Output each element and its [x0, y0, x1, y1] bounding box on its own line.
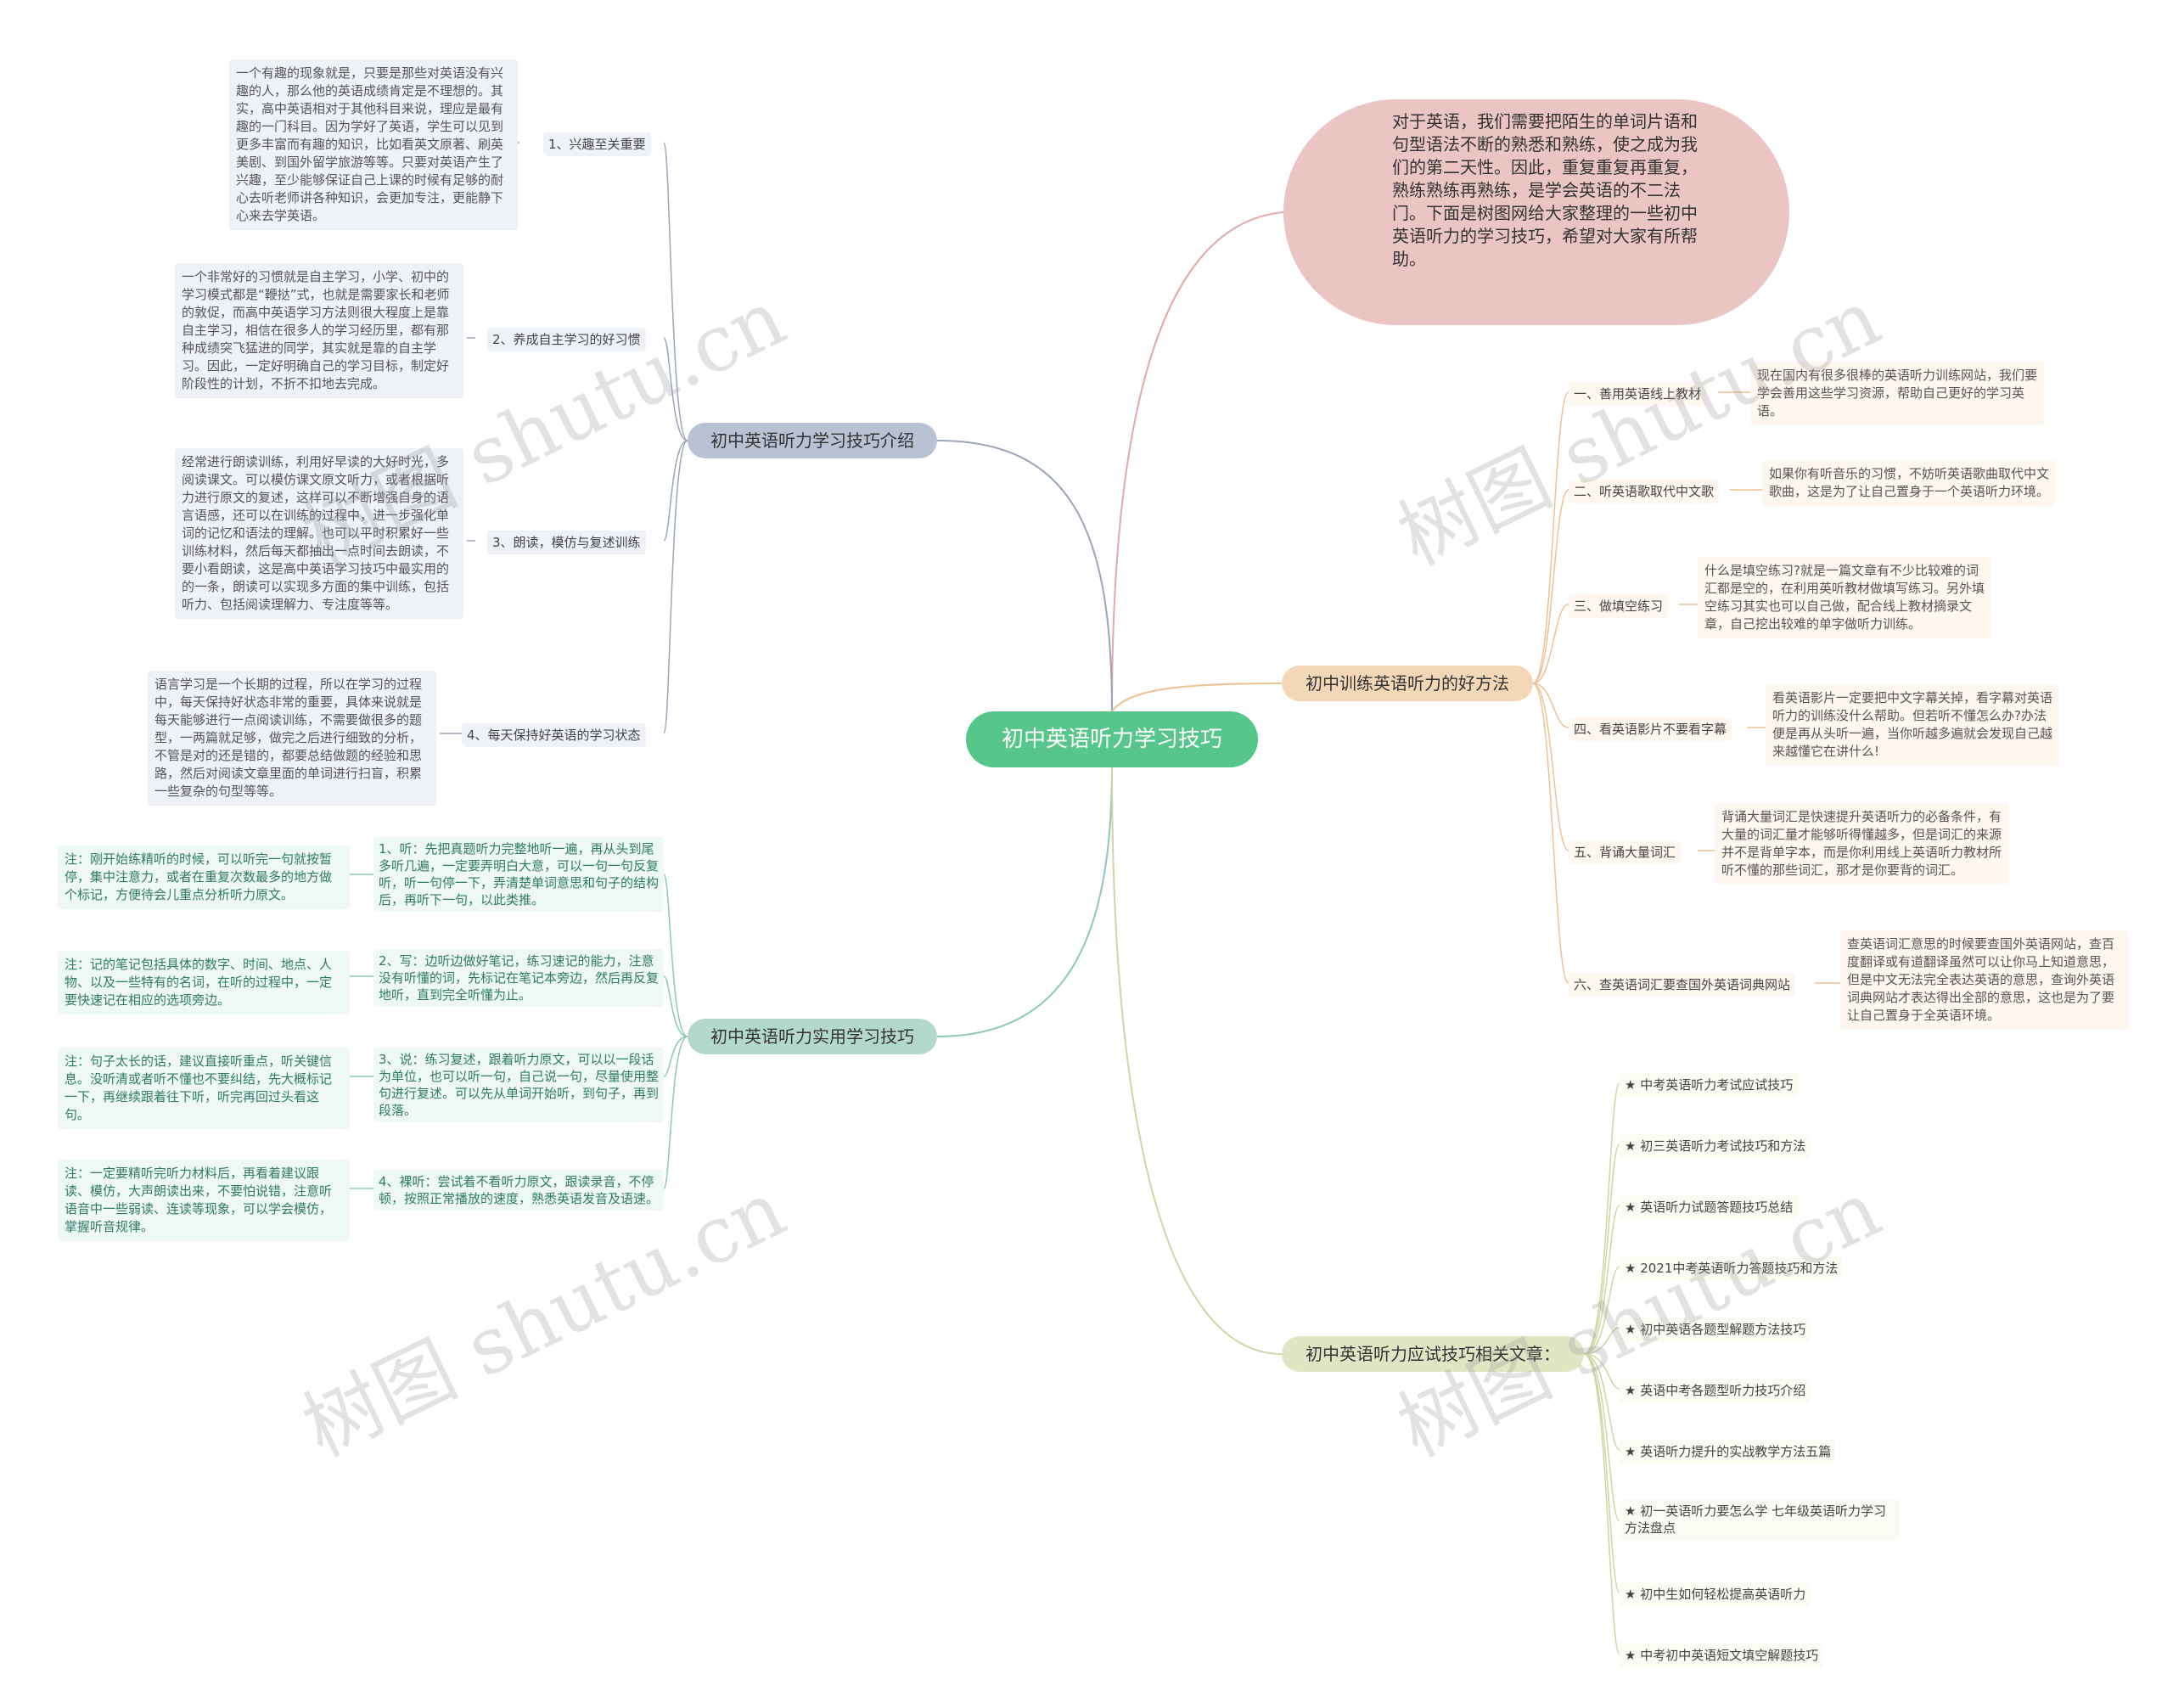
b2-note-3: 注：句子太长的话，建议直接听重点，听关键信息。没听清或者听不懂也不要纠结，先大概… [58, 1048, 350, 1129]
branch-related[interactable]: 初中英语听力应试技巧相关文章： [1282, 1336, 1584, 1372]
b2-label-1[interactable]: 1、听：先把真题听力完整地听一遍，再从头到尾多听几遍，一定要弄明白大意，可以一句… [373, 837, 664, 912]
b3-desc-1: 现在国内有很多很棒的英语听力训练网站，我们要学会善用这些学习资源，帮助自己更好的… [1750, 362, 2044, 425]
b2-label-2[interactable]: 2、写：边听边做好笔记，练习速记的能力，注意没有听懂的词，先标记在笔记本旁边，然… [373, 949, 664, 1007]
related-article-7[interactable]: ★ 英语听力提升的实战教学方法五篇 [1620, 1440, 1837, 1464]
branch-methods[interactable]: 初中训练英语听力的好方法 [1282, 666, 1533, 701]
links-b2 [350, 874, 688, 1189]
b1-desc-3: 经常进行朗读训练，利用好早读的大好时光，多阅读课文。可以模仿课文原文听力，或者根… [175, 448, 463, 619]
b3-desc-5: 背诵大量词汇是快速提升英语听力的必备条件，有大量的词汇量才能够听得懂越多，但是词… [1715, 803, 2008, 885]
related-article-10[interactable]: ★ 中考初中英语短文填空解题技巧 [1620, 1643, 1824, 1667]
b3-label-2[interactable]: 二、听英语歌取代中文歌 [1569, 480, 1720, 503]
links-b1 [440, 142, 688, 734]
related-article-1[interactable]: ★ 中考英语听力考试应试技巧 [1620, 1073, 1799, 1097]
b2-note-2: 注：记的笔记包括具体的数字、时间、地点、人物、以及一些特有的名词，在听的过程中，… [58, 951, 350, 1014]
links-b3 [1532, 391, 1840, 984]
b3-label-3[interactable]: 三、做填空练习 [1569, 594, 1669, 618]
b2-note-4: 注：一定要精听完听力材料后，再看着建议跟读、模仿，大声朗读出来，不要怕说错，注意… [58, 1160, 350, 1241]
b3-desc-6: 查英语词汇意思的时候要查国外英语网站，查百度翻译或有道翻译虽然可以让你马上知道意… [1840, 930, 2129, 1030]
related-article-8[interactable]: ★ 初一英语听力要怎么学 七年级英语听力学习方法盘点 [1620, 1499, 1900, 1540]
b1-desc-2: 一个非常好的习惯就是自主学习，小学、初中的学习模式都是“鞭挞”式，也就是需要家长… [175, 263, 463, 398]
related-article-2[interactable]: ★ 初三英语听力考试技巧和方法 [1620, 1134, 1811, 1158]
b1-desc-4: 语言学习是一个长期的过程，所以在学习的过程中，每天保持好状态非常的重要，具体来说… [148, 671, 436, 806]
link-root-intro [1111, 211, 1284, 712]
b3-desc-2: 如果你有听音乐的习惯，不妨听英语歌曲取代中文歌曲，这是为了让自己置身于一个英语听… [1762, 460, 2056, 506]
root-node[interactable]: 初中英语听力学习技巧 [966, 711, 1258, 767]
b3-label-5[interactable]: 五、背诵大量词汇 [1569, 840, 1682, 864]
link-root-b2 [936, 767, 1113, 1037]
b2-label-3[interactable]: 3、说：练习复述，跟着听力原文，可以以一段话为单位，也可以听一句，自己说一句，尽… [373, 1048, 664, 1122]
b1-label-1[interactable]: 1、兴趣至关重要 [543, 132, 651, 156]
b2-note-1: 注：刚开始练精听的时候，可以听完一句就按暂停，集中注意力，或者在重复次数最多的地… [58, 846, 350, 909]
b2-label-4[interactable]: 4、裸听：尝试着不看听力原文，跟读录音，不停顿，按照正常播放的速度，熟悉英语发音… [373, 1170, 664, 1211]
related-article-9[interactable]: ★ 初中生如何轻松提高英语听力 [1620, 1582, 1811, 1606]
b3-desc-3: 什么是填空练习?就是一篇文章有不少比较难的词汇都是空的，在利用英听教材做填写练习… [1698, 557, 1991, 638]
related-article-4[interactable]: ★ 2021中考英语听力答题技巧和方法 [1620, 1256, 1844, 1280]
b3-desc-4: 看英语影片一定要把中文字幕关掉，看字幕对英语听力的训练没什么帮助。但若听不懂怎么… [1766, 684, 2059, 766]
b3-label-1[interactable]: 一、善用英语线上教材 [1569, 382, 1707, 406]
b1-label-2[interactable]: 2、养成自主学习的好习惯 [487, 328, 646, 351]
b1-desc-1: 一个有趣的现象就是，只要是那些对英语没有兴趣的人，那么他的英语成绩肯定是不理想的… [229, 59, 518, 230]
b3-label-6[interactable]: 六、查英语词汇要查国外英语词典网站 [1569, 973, 1796, 997]
related-article-6[interactable]: ★ 英语中考各题型听力技巧介绍 [1620, 1379, 1811, 1402]
b1-label-3[interactable]: 3、朗读，模仿与复述训练 [487, 531, 646, 554]
related-article-3[interactable]: ★ 英语听力试题答题技巧总结 [1620, 1195, 1799, 1219]
links-b4 [1583, 1082, 1620, 1655]
link-root-b4 [1111, 767, 1283, 1355]
intro-node[interactable]: 对于英语，我们需要把陌生的单词片语和句型语法不断的熟悉和熟练，使之成为我们的第二… [1283, 99, 1789, 325]
branch-intro-skills[interactable]: 初中英语听力学习技巧介绍 [688, 423, 937, 458]
b1-label-4[interactable]: 4、每天保持好英语的学习状态 [462, 723, 646, 747]
link-root-b3 [1111, 683, 1283, 712]
branch-practical[interactable]: 初中英语听力实用学习技巧 [688, 1019, 937, 1054]
link-root-b1 [936, 440, 1113, 712]
b3-label-4[interactable]: 四、看英语影片不要看字幕 [1569, 717, 1732, 741]
related-article-5[interactable]: ★ 初中英语各题型解题方法技巧 [1620, 1318, 1811, 1341]
